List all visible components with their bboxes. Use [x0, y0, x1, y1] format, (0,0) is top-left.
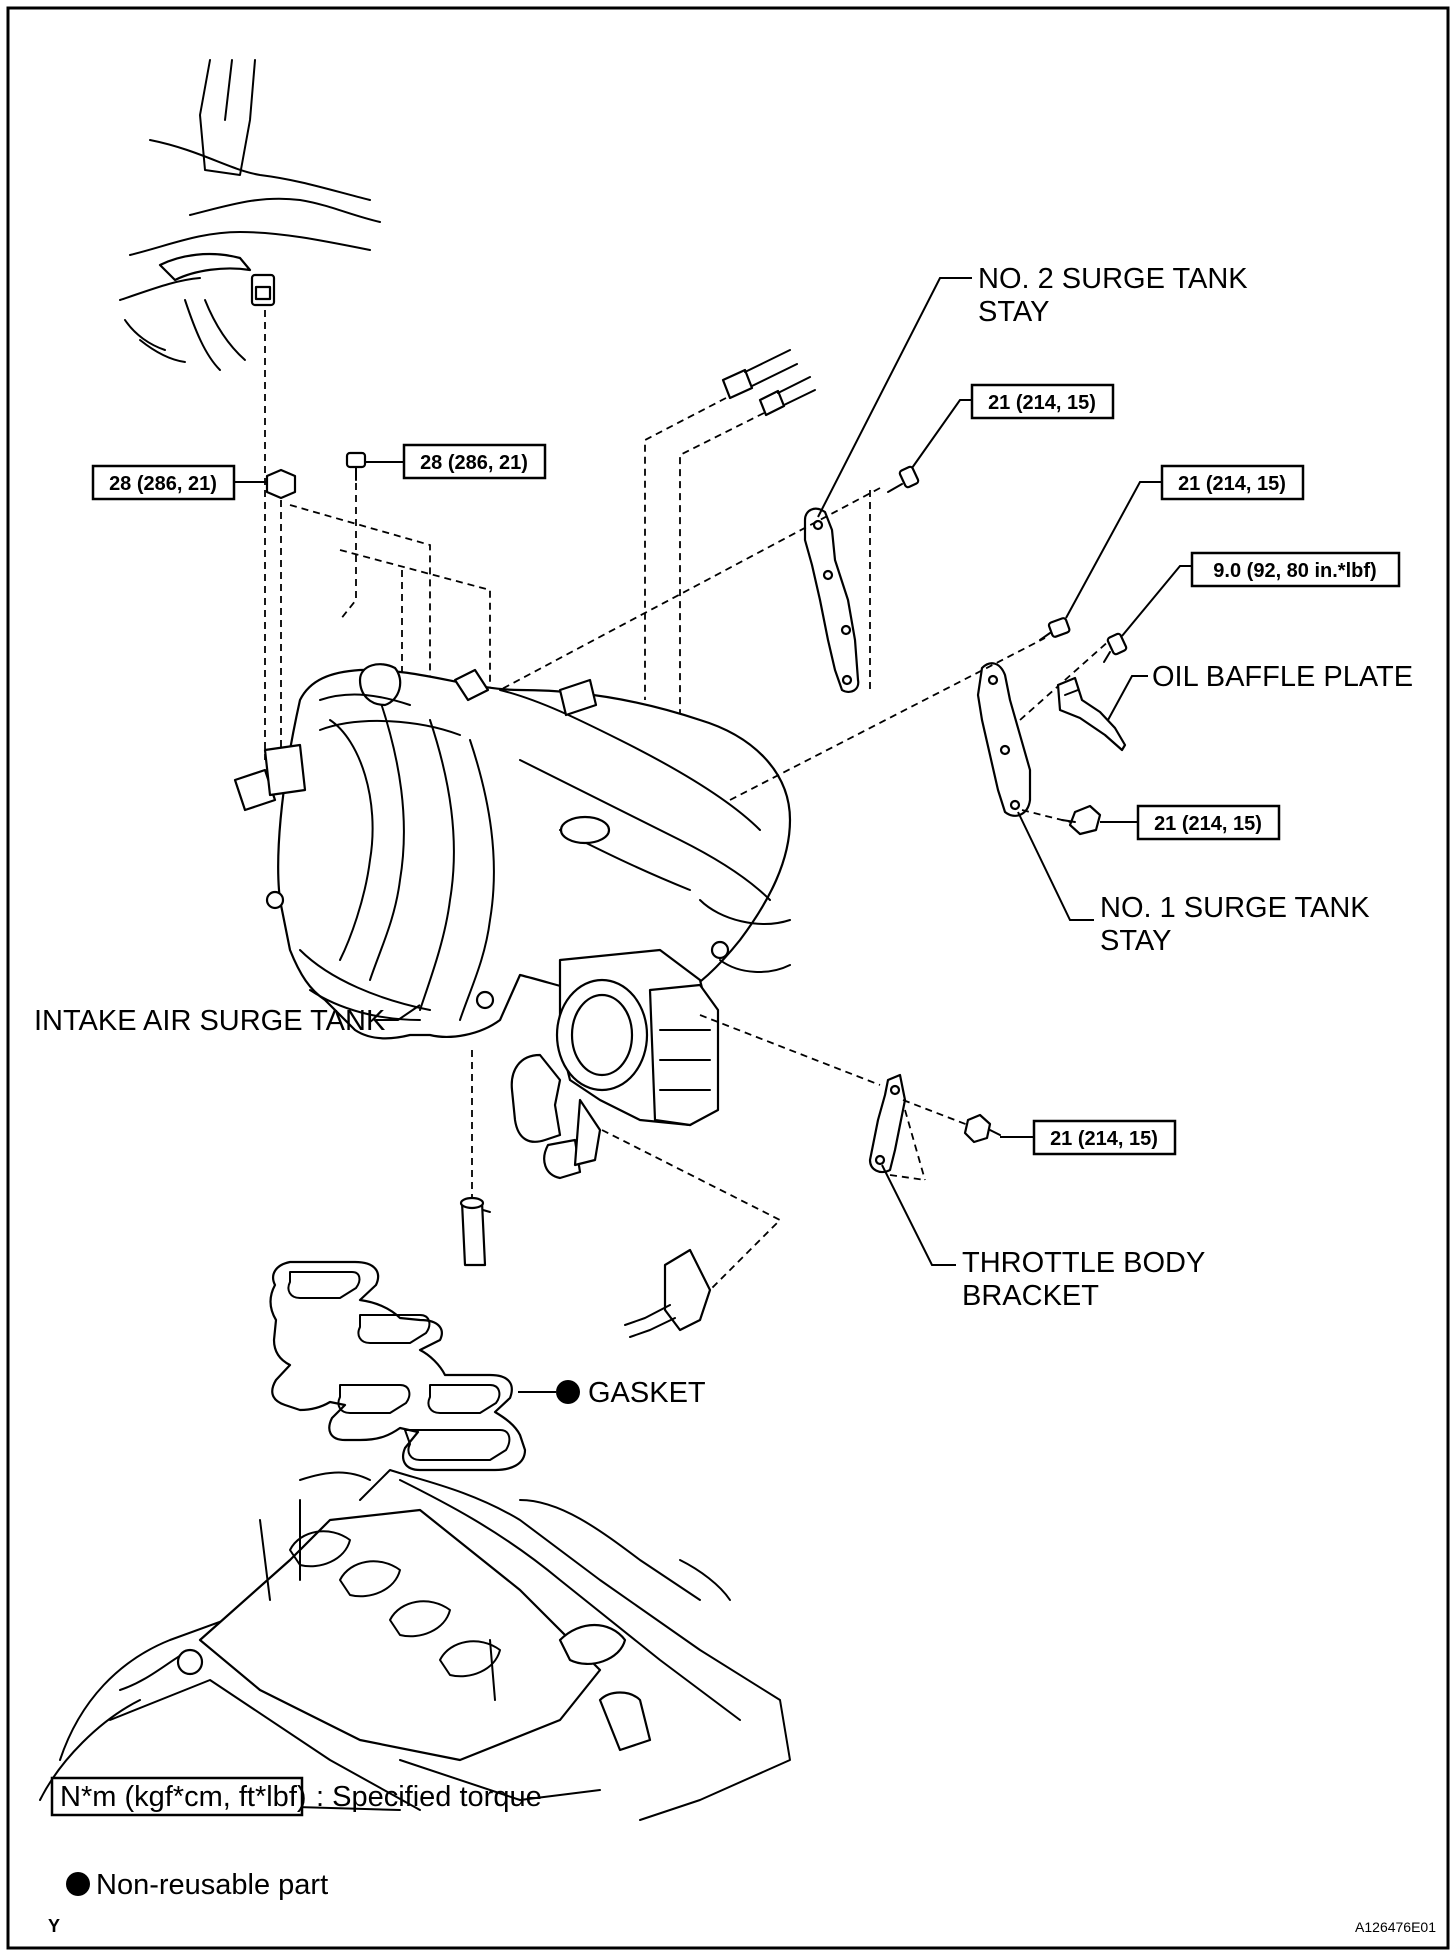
torque-value-no1-stay-upper-bolt: 21 (214, 15)	[1178, 473, 1286, 495]
throttle-bracket-label-line1: THROTTLE BODY	[962, 1247, 1205, 1279]
torque-value-bolt-left: 28 (286, 21)	[420, 452, 528, 474]
sensor-connector-illustration	[624, 1248, 712, 1338]
no2-stay-label-line2: STAY	[978, 296, 1049, 328]
sensor-dashed-guide	[601, 1129, 782, 1291]
gasket-label: GASKET	[588, 1377, 706, 1409]
torque-callout-bracket-bolt: 21 (214, 15)	[1000, 1119, 1177, 1156]
no2-surge-tank-stay-illustration	[803, 507, 860, 694]
legend-nonreusable: Non-reusable part	[66, 1869, 328, 1901]
no1-stay-upper-bolt	[1039, 617, 1071, 641]
nonreusable-dot-legend	[66, 1872, 90, 1896]
torque-value-nut-left: 28 (286, 21)	[109, 473, 217, 495]
oil-baffle-plate-label: OIL BAFFLE PLATE	[1152, 661, 1413, 693]
figure-id: A126476E01	[1355, 1919, 1436, 1935]
torque-value-no1-stay-lower-bolt: 21 (214, 15)	[1154, 813, 1262, 835]
bolt-dashed-guide-2	[339, 549, 491, 820]
throttle-bracket-label-line2: BRACKET	[962, 1280, 1099, 1312]
no2-stay-bolt	[887, 465, 920, 493]
bracket-dashed-guide-2	[889, 1174, 926, 1181]
torque-callout-no2-stay-bolt: 21 (214, 15)	[911, 383, 1115, 469]
throttle-body-bracket-illustration	[868, 1073, 907, 1174]
legend-torque-desc: : Specified torque	[316, 1781, 542, 1813]
bolt-dashed-guide	[339, 483, 357, 621]
gasket-illustration	[269, 1260, 527, 1472]
torque-callout-no1-stay-lower-bolt: 21 (214, 15)	[1100, 804, 1281, 841]
torque-callout-bolt-left: 28 (286, 21)	[366, 443, 547, 480]
oil-baffle-plate-illustration	[1056, 676, 1127, 752]
label-oil-baffle-plate: OIL BAFFLE PLATE	[1107, 661, 1413, 721]
left-stud-nut	[265, 468, 297, 500]
bracket-dashed-guide	[904, 1109, 926, 1181]
torque-value-no2-stay-bolt: 21 (214, 15)	[988, 392, 1096, 414]
throttle-body-illustration	[510, 948, 720, 1180]
label-no1-surge-tank-stay: NO. 1 SURGE TANK STAY	[1017, 811, 1370, 957]
torque-value-bracket-bolt: 21 (214, 15)	[1050, 1128, 1158, 1150]
label-no2-surge-tank-stay: NO. 2 SURGE TANK STAY	[817, 263, 1248, 518]
no1-stay-lower-bolt	[1061, 804, 1102, 836]
oil-baffle-bolt	[1103, 632, 1128, 663]
no1-stay-label-line2: STAY	[1100, 925, 1171, 957]
top-hose-harness-illustration	[119, 59, 381, 371]
page-border	[6, 6, 1450, 1950]
nonreusable-dot-gasket	[556, 1380, 580, 1404]
torque-callout-no1-stay-upper-bolt: 21 (214, 15)	[1065, 464, 1305, 619]
vacuum-pipes-illustration	[721, 349, 816, 417]
no1-stay-label-line1: NO. 1 SURGE TANK	[1100, 892, 1370, 924]
torque-callout-oil-baffle-bolt: 9.0 (92, 80 in.*lbf)	[1121, 551, 1401, 637]
no2-stay-label-line1: NO. 2 SURGE TANK	[978, 263, 1248, 295]
label-gasket: GASKET	[518, 1377, 706, 1409]
breather-pipe-illustration	[459, 1196, 491, 1267]
no1-stay-dashed-guide-right	[1019, 639, 1111, 721]
torque-value-oil-baffle-bolt: 9.0 (92, 80 in.*lbf)	[1213, 560, 1376, 582]
corner-code: Y	[48, 1916, 60, 1936]
label-intake-air-surge-tank: INTAKE AIR SURGE TANK	[34, 1004, 421, 1037]
engine-head-illustration	[39, 1469, 791, 1821]
label-throttle-body-bracket: THROTTLE BODY BRACKET	[881, 1164, 1205, 1312]
throttle-dashed-guide	[699, 1014, 881, 1086]
legend-nonreusable-desc: Non-reusable part	[96, 1869, 328, 1901]
no1-surge-tank-stay-illustration	[976, 662, 1032, 817]
legend-torque: N*m (kgf*cm, ft*lbf) : Specified torque	[50, 1776, 542, 1817]
intake-air-surge-tank-label: INTAKE AIR SURGE TANK	[34, 1005, 386, 1037]
left-bolt	[345, 451, 367, 481]
nut-dashed-guide-2	[289, 504, 431, 790]
bracket-bolt	[963, 1113, 1001, 1144]
pipe-dashed-guide-1	[644, 397, 727, 700]
intake-air-surge-tank-illustration	[233, 663, 792, 1040]
bracket-bolt-dashed-guide	[902, 1099, 969, 1126]
legend-torque-unit: N*m (kgf*cm, ft*lbf)	[60, 1781, 307, 1813]
pipe-dashed-guide-2	[679, 412, 765, 720]
torque-callout-nut-left: 28 (286, 21)	[91, 464, 266, 501]
